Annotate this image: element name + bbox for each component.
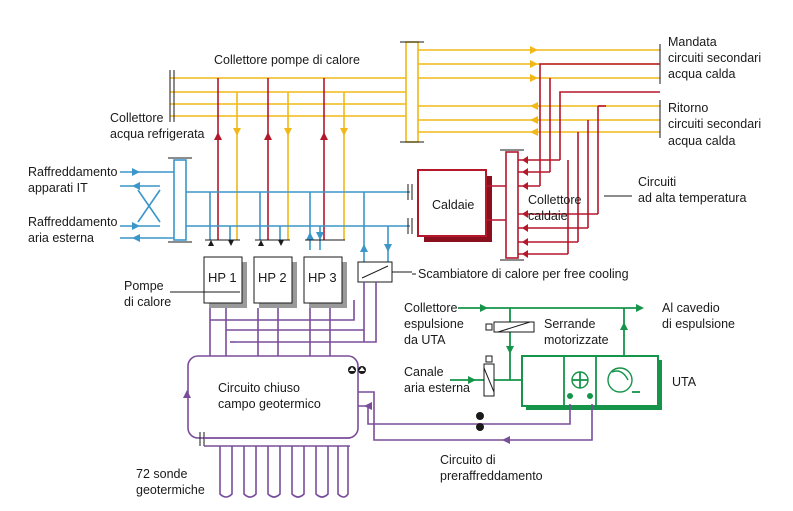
- serrande-label-1: Serrande: [544, 317, 595, 331]
- hp1-label: HP 1: [208, 270, 237, 285]
- circuiti-alta-label-1: Circuiti: [638, 175, 676, 189]
- boilers-label: Caldaie: [432, 198, 474, 212]
- free-cooling-exchanger: [357, 261, 412, 342]
- uta-label: UTA: [672, 375, 697, 389]
- raff-it-label-2: apparati IT: [28, 181, 88, 195]
- ritorno-label-3: acqua calda: [668, 134, 735, 148]
- chilled-water-collector: [120, 157, 413, 262]
- collettore-acqua-label-2: acqua refrigerata: [110, 127, 205, 141]
- canale-label-2: aria esterna: [404, 381, 470, 395]
- leader-lines: [170, 273, 416, 293]
- sonde-label-1: 72 sonde: [136, 467, 187, 481]
- preraff-label-2: preraffreddamento: [440, 469, 543, 483]
- mandata-label-2: circuiti secondari: [668, 51, 761, 65]
- labels: Collettore pompe di calore Collettore ac…: [28, 35, 761, 497]
- hp-risers: [214, 78, 348, 240]
- cavedio-label-2: di espulsione: [662, 317, 735, 331]
- collettore-pompe-label: Collettore pompe di calore: [214, 53, 360, 67]
- pompe-label-1: Pompe: [124, 279, 164, 293]
- ritorno-label-1: Ritorno: [668, 101, 708, 115]
- circuito-chiuso-label-2: campo geotermico: [218, 397, 321, 411]
- circuiti-alta-label-2: ad alta temperatura: [638, 191, 746, 205]
- canale-label-1: Canale: [404, 365, 444, 379]
- mandata-label-3: acqua calda: [668, 67, 735, 81]
- collettore-espulsione-label-2: espulsione: [404, 317, 464, 331]
- heat-pump-3: HP 3: [303, 256, 347, 308]
- hp-connectors: [205, 239, 345, 246]
- geothermal-circuit: [183, 282, 593, 498]
- hot-supply-lines: [418, 44, 661, 138]
- circuito-chiuso-label-1: Circuito chiuso: [218, 381, 300, 395]
- collettore-espulsione-label-1: Collettore: [404, 301, 458, 315]
- cavedio-label-1: Al cavedio: [662, 301, 720, 315]
- air-handling: [450, 304, 662, 410]
- collettore-acqua-label-1: Collettore: [110, 111, 164, 125]
- boiler-collector: [500, 63, 660, 261]
- heat-pump-2: HP 2: [253, 256, 297, 308]
- raff-aria-label-1: Raffreddamento: [28, 215, 117, 229]
- pompe-label-2: di calore: [124, 295, 171, 309]
- collettore-caldaie-label-1: Collettore: [528, 193, 582, 207]
- serrande-label-2: motorizzate: [544, 333, 609, 347]
- boilers: Caldaie: [417, 169, 506, 242]
- raff-it-label-1: Raffreddamento: [28, 165, 117, 179]
- raff-aria-label-2: aria esterna: [28, 231, 94, 245]
- scambiatore-label: Scambiatore di calore per free cooling: [418, 267, 629, 281]
- heat-pump-collector: [169, 41, 424, 143]
- hp3-label: HP 3: [308, 270, 337, 285]
- preraff-label-1: Circuito di: [440, 453, 496, 467]
- ritorno-label-2: circuiti secondari: [668, 117, 761, 131]
- collettore-caldaie-label-2: caldaie: [528, 209, 568, 223]
- mandata-label-1: Mandata: [668, 35, 717, 49]
- hp2-label: HP 2: [258, 270, 287, 285]
- collettore-espulsione-label-3: da UTA: [404, 333, 446, 347]
- heat-pump-1: HP 1: [203, 256, 247, 308]
- sonde-label-2: geotermiche: [136, 483, 205, 497]
